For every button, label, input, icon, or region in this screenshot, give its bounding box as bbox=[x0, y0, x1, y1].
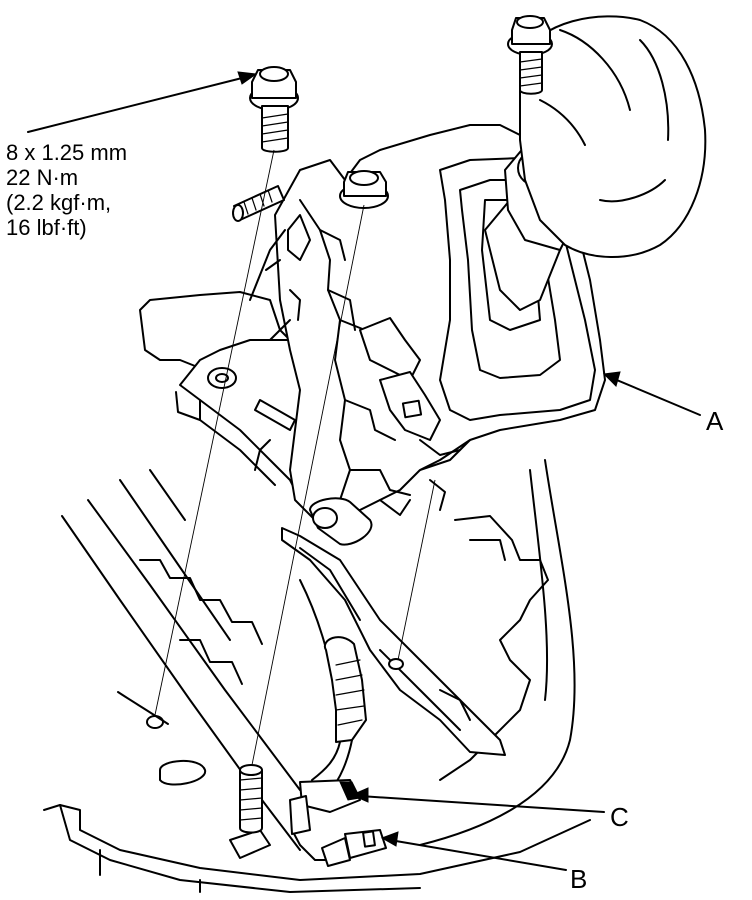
bolt-right bbox=[507, 15, 553, 95]
torque-nm-label: 22 N·m bbox=[6, 165, 79, 190]
bolt-size-label: 8 x 1.25 mm bbox=[6, 140, 128, 165]
connector-c bbox=[289, 779, 361, 835]
leader-c bbox=[350, 787, 605, 813]
callout-a-label: A bbox=[706, 406, 724, 436]
stud-upper-left bbox=[232, 185, 285, 222]
stud-lower bbox=[239, 764, 263, 834]
callout-b-label: B bbox=[570, 864, 588, 894]
fastener-torque-spec: 8 x 1.25 mm 22 N·m (2.2 kgf·m, 16 lbf·ft… bbox=[6, 140, 127, 240]
connector-b bbox=[321, 829, 387, 867]
bolt-left bbox=[249, 66, 299, 153]
bolt-center bbox=[339, 170, 389, 209]
indicator-bracket bbox=[281, 527, 506, 756]
leader-a bbox=[602, 371, 701, 416]
callout-c-label: C bbox=[610, 802, 629, 832]
shift-knob bbox=[484, 15, 707, 311]
leader-spec bbox=[27, 71, 258, 133]
leader-b bbox=[380, 831, 567, 871]
torque-lbfft-label: 16 lbf·ft) bbox=[6, 215, 87, 240]
console-floor-panel bbox=[43, 459, 591, 893]
torque-kgfm-label: (2.2 kgf·m, bbox=[6, 190, 112, 215]
alignment-lines bbox=[154, 149, 436, 766]
